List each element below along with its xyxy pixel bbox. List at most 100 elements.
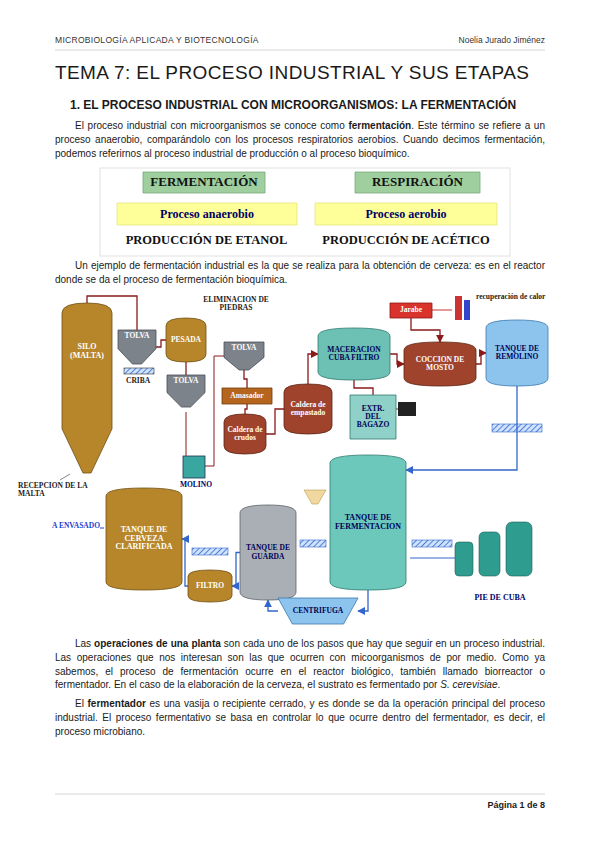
- bold-term: fermentación: [348, 120, 411, 131]
- spent-grain-extractor: EXTR. DEL BAGAZO: [350, 395, 396, 439]
- storage-tank: TANQUE DE GUARDA: [240, 505, 296, 600]
- pipe: [100, 528, 104, 529]
- node-label: MACERACION CUBA FILTRO: [321, 346, 387, 362]
- paragraph-text: El: [75, 698, 84, 709]
- pump-symbol: [398, 402, 416, 416]
- body-paragraph: Un ejemplo de fermentación industrial es…: [55, 259, 545, 287]
- table-header: RESPIRACIÓN: [355, 172, 480, 193]
- page-title: TEMA 7: EL PROCESO INDUSTRIAL Y SUS ETAP…: [55, 62, 545, 84]
- hopper-body: [167, 375, 205, 407]
- paragraph-text: Un ejemplo de fermentación industrial es…: [55, 260, 545, 285]
- process-pipe: [245, 404, 247, 414]
- scale-tank: PESADA: [166, 318, 206, 362]
- table-cell: Proceso aerobio: [315, 203, 497, 225]
- node-label: Caldera de crudos: [227, 426, 263, 442]
- scale-tank-body: [166, 318, 206, 362]
- process-pipe: [182, 539, 188, 586]
- table-header: FERMENTACIÓN: [143, 172, 265, 193]
- node-label: Proceso anaerobio: [160, 208, 254, 221]
- fermentation-tank-body: [330, 455, 406, 590]
- section-heading: 1. EL PROCESO INDUSTRIAL CON MICROORGANI…: [70, 99, 545, 112]
- node-label: PESADA: [171, 336, 201, 344]
- centrifuge: CENTRIFUGA: [278, 598, 358, 624]
- table-header-body: [143, 172, 265, 193]
- screen-symbol: [124, 368, 154, 374]
- table-cell: Proceso anaerobio: [117, 203, 297, 225]
- process-pipe: [268, 600, 278, 611]
- heat-recovery-symbol: [455, 296, 462, 320]
- node-label: Proceso aerobio: [365, 208, 446, 221]
- heat-exchanger: [192, 548, 228, 555]
- process-pipe: [411, 318, 440, 342]
- footer-rule: [55, 794, 545, 795]
- silo-body: [62, 303, 112, 473]
- node-label: COCCION DE MOSTO: [407, 356, 473, 372]
- process-pipe: [354, 380, 373, 395]
- mash-tun-body: [318, 328, 390, 380]
- syrup-tank-body: [390, 303, 432, 318]
- pipe: [186, 412, 187, 456]
- heat-recovery-symbol: [464, 300, 470, 320]
- node-label: TANQUE DE CERVEZA CLARIFICADA: [109, 526, 179, 552]
- whirlpool-tank-body: [486, 320, 548, 386]
- process-pipe: [232, 553, 240, 587]
- pipe: [410, 558, 455, 559]
- process-label: MOLINO: [174, 481, 218, 489]
- yeast-tank: [455, 542, 473, 576]
- boiler-body: [224, 414, 266, 454]
- boiler-body: [284, 384, 332, 434]
- process-pipe: [244, 370, 247, 388]
- clarified-beer-tank: TANQUE DE CERVEZA CLARIFICADA: [106, 488, 182, 590]
- spent-grain-extractor-body: [350, 395, 396, 439]
- fermentation-tank: TANQUE DE FERMENTACION: [330, 455, 406, 590]
- node-label: TOLVA: [232, 344, 257, 352]
- boiler: Caldera de crudos: [224, 414, 266, 454]
- node-label: RESPIRACIÓN: [372, 175, 463, 189]
- node-label: CENTRIFUGA: [293, 607, 343, 615]
- process-pipe: [390, 354, 404, 364]
- process-pipe: [358, 590, 368, 611]
- wort-kettle: COCCION DE MOSTO: [404, 342, 476, 386]
- body-paragraph: El proceso industrial con microorganismo…: [55, 119, 545, 160]
- paragraph-text: .: [497, 679, 500, 690]
- species-name: S. cerevisiae: [440, 679, 497, 690]
- boiler: Caldera de empastado: [284, 384, 332, 434]
- node-label: FERMENTACIÓN: [150, 175, 257, 189]
- hopper-body: [118, 330, 156, 364]
- node-label: TANQUE DE GUARDA: [243, 544, 293, 560]
- bold-term: fermentador: [88, 698, 146, 709]
- hopper-body: [224, 342, 264, 370]
- pipe: [432, 310, 452, 311]
- table-ground: [100, 168, 510, 256]
- node-label: Caldera de empastado: [287, 401, 329, 417]
- table-cell-body: [117, 203, 297, 225]
- leader-line: [60, 474, 70, 480]
- node-label: FILTRO: [196, 582, 224, 590]
- process-pipe: [308, 354, 318, 384]
- author-name: Noelia Jurado Jiménez: [345, 36, 545, 46]
- table-cell: PRODUCCIÓN DE ACÉTICO: [315, 233, 497, 247]
- process-label: PIE DE CUBA: [455, 594, 545, 603]
- storage-tank-body: [240, 505, 296, 600]
- table-cell: PRODUCCIÓN DE ETANOL: [118, 233, 295, 247]
- node-label: Amasador: [230, 392, 263, 400]
- running-header: MICROBIOLOGÍA APLICADA Y BIOTECNOLOGÍA: [55, 36, 355, 46]
- mill-symbol: [183, 456, 205, 478]
- clarified-beer-tank-body: [106, 488, 182, 590]
- pipe: [205, 356, 224, 466]
- body-paragraph: El fermentador es una vasija o recipient…: [55, 697, 545, 738]
- body-paragraph: Las operaciones de una planta son cada u…: [55, 637, 545, 692]
- process-pipe: [156, 340, 166, 347]
- process-pipe: [185, 362, 186, 375]
- mash-tun: MACERACION CUBA FILTRO: [318, 328, 390, 380]
- whirlpool-tank: TANQUE DE REMOLINO: [486, 320, 548, 386]
- process-pipe: [406, 386, 517, 470]
- node-label: TANQUE DE FERMENTACION: [333, 514, 403, 531]
- centrifuge-body: [278, 598, 358, 624]
- process-label: A ENVASADO: [42, 522, 100, 530]
- hopper: TOLVA: [118, 330, 156, 364]
- silo-outline: [62, 303, 112, 473]
- heat-exchanger: [412, 540, 452, 547]
- hopper: TOLVA: [167, 375, 205, 407]
